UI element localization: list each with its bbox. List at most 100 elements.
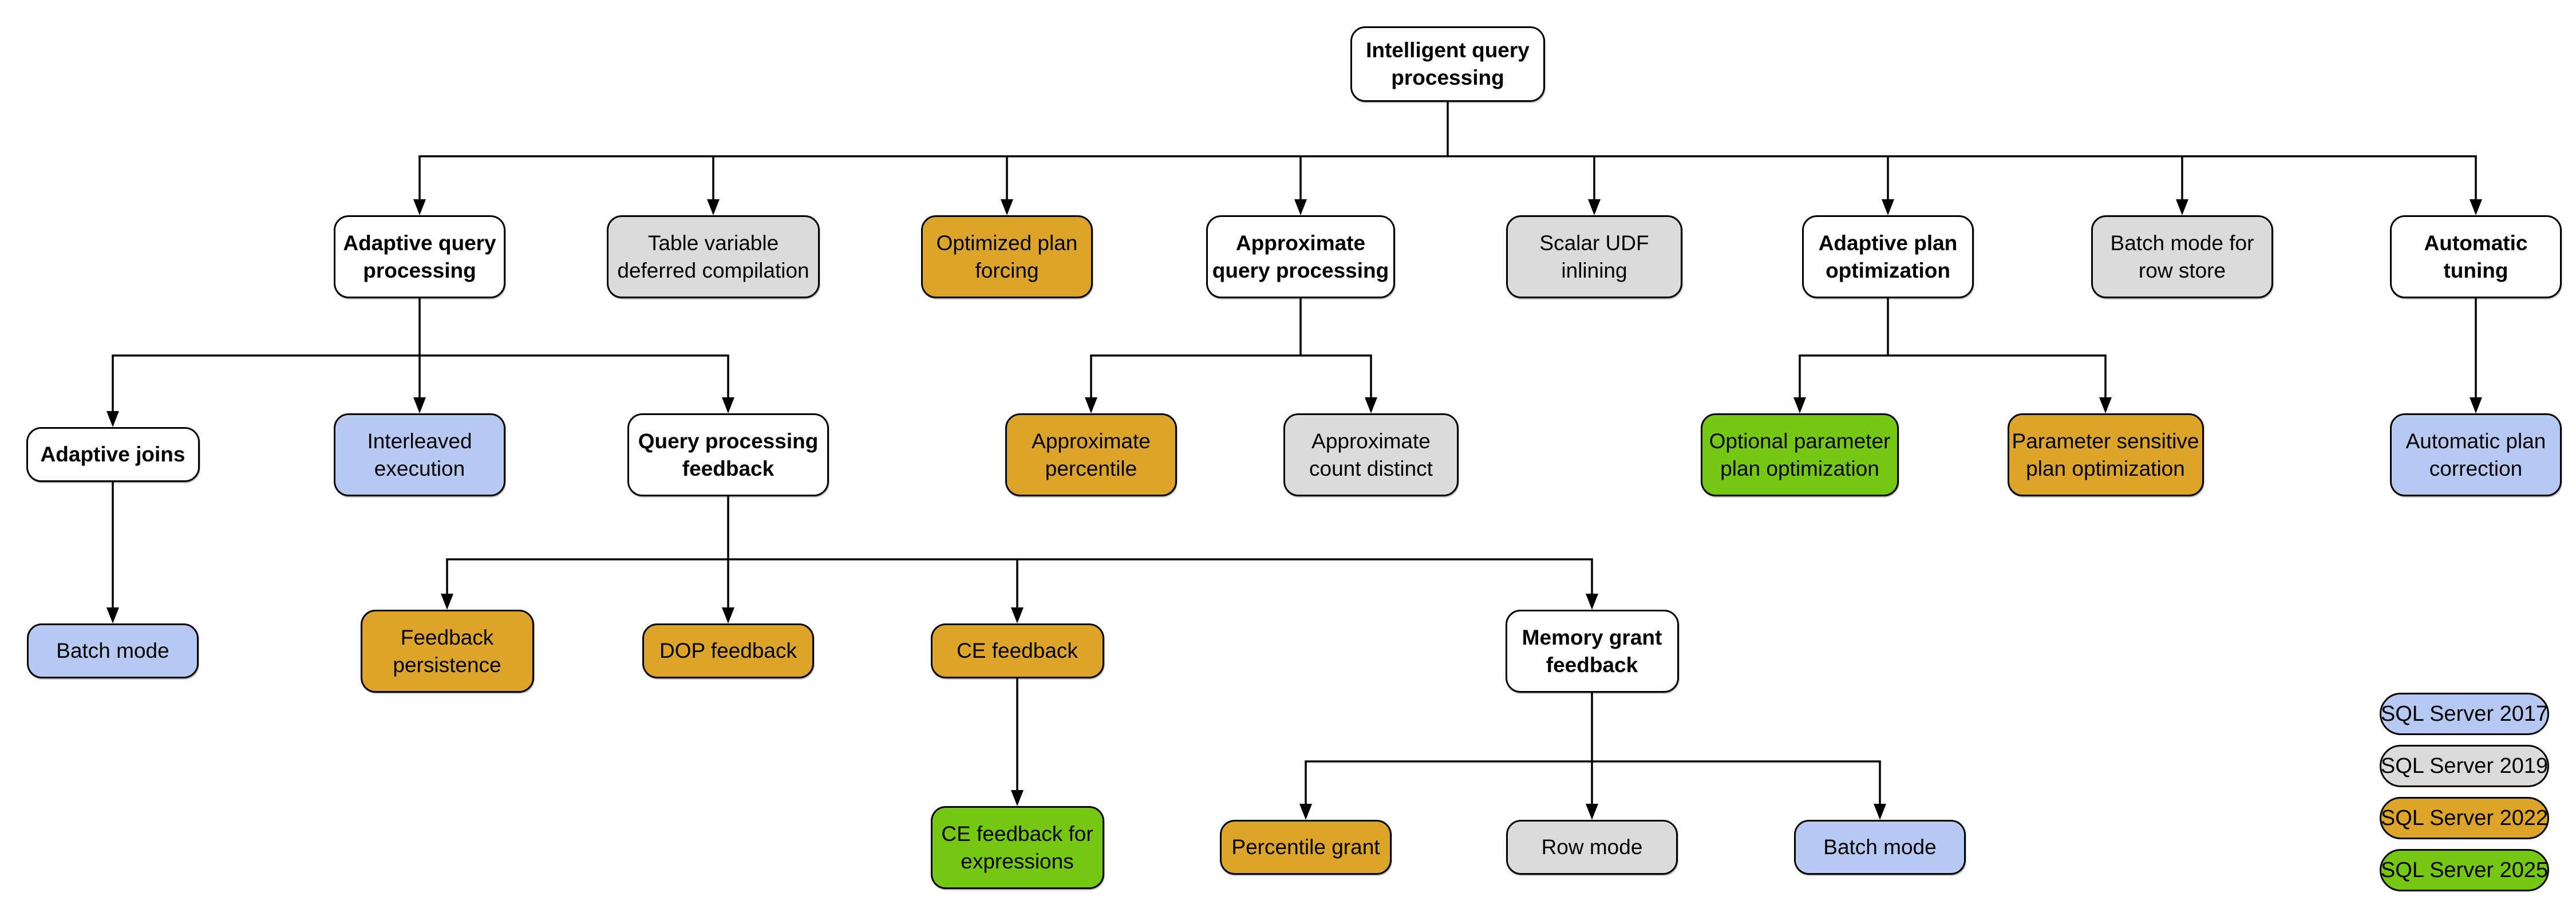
- arrowhead-icon: [2470, 199, 2482, 215]
- arrowhead-icon: [106, 607, 119, 623]
- node-opf: Optimized plan forcing: [921, 215, 1093, 298]
- node-aqp: Adaptive query processing: [334, 215, 505, 298]
- node-label-line: percentile: [1045, 456, 1137, 480]
- node-bmrs: Batch mode for row store: [2091, 215, 2273, 298]
- node-label-line: processing: [363, 258, 476, 282]
- arrowhead-icon: [106, 411, 119, 427]
- node-label-line: Batch mode for: [2110, 231, 2254, 255]
- arrowhead-icon: [413, 397, 426, 413]
- node-label-line: feedback: [1546, 653, 1638, 677]
- arrowhead-icon: [707, 199, 720, 215]
- arrowhead-icon: [722, 607, 734, 623]
- node-apc: Automatic plan correction: [2390, 413, 2562, 496]
- legend-sql-server-2022: SQL Server 2022: [2380, 797, 2549, 839]
- node-label-line: query processing: [1212, 258, 1389, 282]
- node-fp: Feedback persistence: [360, 610, 534, 693]
- node-label-line: Automatic plan: [2405, 429, 2546, 453]
- node-ap: Approximate percentile: [1005, 413, 1177, 496]
- node-label-line: CE feedback: [957, 639, 1078, 662]
- node-label-line: CE feedback for: [941, 822, 1093, 846]
- node-sudf: Scalar UDF inlining: [1506, 215, 1682, 298]
- node-label-line: Optimized plan: [936, 231, 1078, 255]
- arrowhead-icon: [1294, 199, 1307, 215]
- node-axqp: Approximate query processing: [1206, 215, 1395, 298]
- node-tvdc: Table variable deferred compilation: [607, 215, 820, 298]
- node-dop: DOP feedback: [642, 623, 814, 678]
- node-pspo: Parameter sensitive plan optimization: [2007, 413, 2204, 496]
- node-label-line: persistence: [393, 653, 501, 677]
- node-label-line: Table variable: [647, 231, 779, 255]
- arrowhead-icon: [1365, 397, 1377, 413]
- arrowhead-icon: [1299, 804, 1312, 820]
- node-label-line: row store: [2138, 258, 2226, 282]
- legend-label: SQL Server 2019: [2380, 753, 2549, 778]
- node-cef: CE feedback: [930, 623, 1104, 678]
- node-label-line: optimization: [1826, 258, 1950, 282]
- node-label-line: Scalar UDF: [1539, 231, 1649, 255]
- node-label-line: tuning: [2443, 258, 2508, 282]
- node-label-line: Batch mode: [56, 639, 169, 662]
- node-bm1: Batch mode: [27, 623, 199, 678]
- node-label-line: Adaptive query: [343, 231, 496, 255]
- legend-sql-server-2025: SQL Server 2025: [2380, 849, 2549, 891]
- arrowhead-icon: [2470, 397, 2482, 413]
- arrowhead-icon: [1882, 199, 1894, 215]
- arrowhead-icon: [1011, 607, 1024, 623]
- node-label-line: inlining: [1561, 258, 1627, 282]
- node-apo: Adaptive plan optimization: [1802, 215, 1974, 298]
- node-label-line: correction: [2429, 456, 2523, 480]
- legend-sql-server-2017: SQL Server 2017: [2380, 693, 2549, 735]
- arrowhead-icon: [722, 397, 734, 413]
- legend-sql-server-2019: SQL Server 2019: [2380, 745, 2549, 787]
- node-label-line: Approximate: [1311, 429, 1431, 453]
- node-at: Automatic tuning: [2390, 215, 2562, 298]
- node-label-line: Adaptive plan: [1818, 231, 1958, 255]
- node-label-line: plan optimization: [2026, 456, 2185, 480]
- node-acd: Approximate count distinct: [1283, 413, 1459, 496]
- arrowhead-icon: [2176, 199, 2188, 215]
- arrowhead-icon: [1011, 790, 1024, 806]
- node-label-line: Interleaved: [367, 429, 472, 453]
- node-iqp: Intelligent query processing: [1350, 26, 1545, 102]
- arrowhead-icon: [2099, 397, 2112, 413]
- node-label-line: Row mode: [1541, 835, 1643, 859]
- node-label-line: plan optimization: [1720, 456, 1879, 480]
- node-bm2: Batch mode: [1794, 820, 1966, 875]
- legend-label: SQL Server 2025: [2380, 858, 2549, 882]
- node-rm: Row mode: [1506, 820, 1678, 875]
- node-label-line: Intelligent query: [1366, 38, 1530, 62]
- node-label-line: Automatic: [2424, 231, 2528, 255]
- node-oppo: Optional parameter plan optimization: [1701, 413, 1899, 496]
- node-ie: Interleaved execution: [334, 413, 505, 496]
- arrowhead-icon: [1793, 397, 1806, 413]
- node-label-line: Percentile grant: [1231, 835, 1380, 859]
- node-label-line: Approximate: [1235, 231, 1366, 255]
- node-label-line: feedback: [682, 456, 775, 480]
- arrowhead-icon: [1085, 397, 1097, 413]
- arrowhead-icon: [1586, 804, 1598, 820]
- node-label-line: Batch mode: [1823, 835, 1937, 859]
- arrowhead-icon: [1001, 199, 1013, 215]
- node-label-line: Parameter sensitive: [2012, 429, 2199, 453]
- arrowhead-icon: [441, 594, 453, 610]
- arrowhead-icon: [1588, 199, 1601, 215]
- node-label-line: deferred compilation: [617, 258, 809, 282]
- node-label-line: count distinct: [1309, 456, 1433, 480]
- node-label-line: DOP feedback: [659, 639, 797, 662]
- node-label-line: forcing: [975, 258, 1039, 282]
- arrowhead-icon: [1874, 804, 1886, 820]
- node-aj: Adaptive joins: [26, 427, 200, 482]
- legend-label: SQL Server 2022: [2380, 806, 2549, 830]
- node-label-line: Adaptive joins: [40, 443, 185, 466]
- node-label-line: Feedback: [400, 625, 494, 649]
- arrowhead-icon: [1586, 594, 1598, 610]
- node-label-line: Approximate: [1032, 429, 1151, 453]
- node-label-line: processing: [1391, 66, 1504, 89]
- node-label-line: Optional parameter: [1709, 429, 1891, 453]
- node-label-line: execution: [374, 456, 465, 480]
